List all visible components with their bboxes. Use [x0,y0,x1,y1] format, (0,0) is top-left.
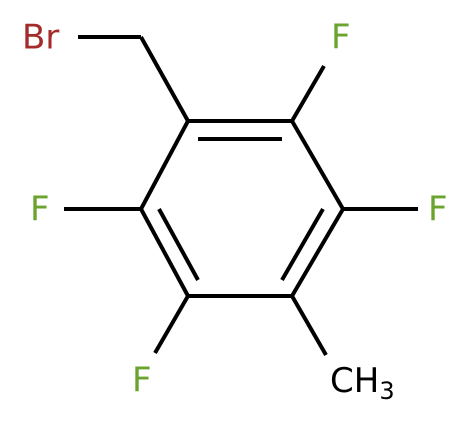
bond-c2-c3 [290,119,345,211]
atom-f-right-label: F [428,190,448,230]
double-bond-c5-c6 [157,208,200,281]
bond-c4-ch3 [290,295,328,356]
double-bond-c3-c4 [280,207,325,282]
atom-br-label: Br [22,18,59,58]
bond-c2-f [290,64,326,123]
methyl-subscript: 3 [379,377,394,405]
atom-f-top-label: F [331,18,351,58]
atom-f-bottom-label: F [132,361,152,401]
bond-c5-f [153,294,190,355]
bond-c3-c4 [290,207,345,298]
bond-c5-c6 [139,208,190,297]
bond-c1-ch2 [139,36,190,122]
atom-methyl-label: CH3 [330,361,395,406]
methyl-main-text: CH [330,361,379,401]
bond-c6-c1 [139,120,190,210]
atom-f-left-label: F [30,190,50,230]
